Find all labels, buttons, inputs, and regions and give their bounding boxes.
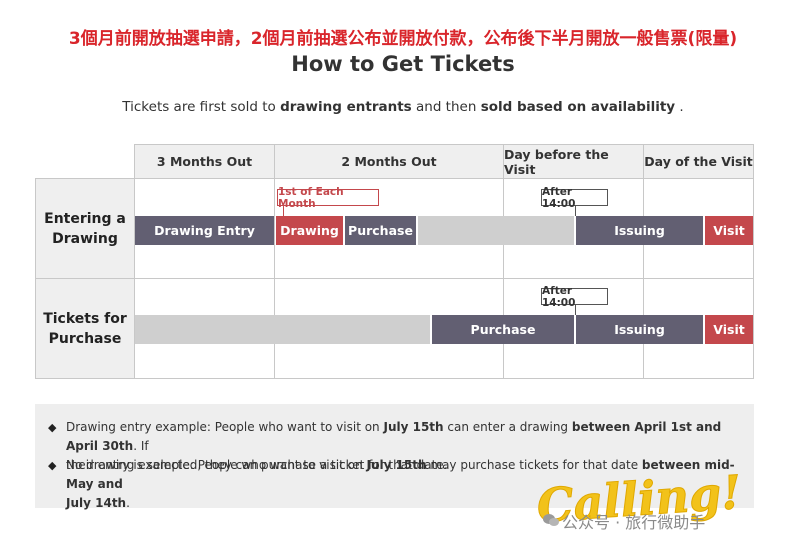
chinese-title: 3個月前開放抽選申請，2個月前抽選公布並開放付款，公布後下半月開放一般售票(限量… [68,29,738,49]
bar-issuing: Issuing [576,315,703,344]
watermark-label: 公众号 · 旅行微助手 [562,513,706,532]
tag-first-of-month: 1st of Each Month [277,186,379,210]
bar-issuing: Issuing [576,216,703,245]
note-bold: between mid-May and [66,458,735,491]
note-text: . [126,496,130,510]
bar-purchase: Purchase [432,315,574,344]
diamond-bullet-icon: ◆ [48,421,57,434]
bar-waiting [135,315,430,344]
subtitle-text-3: . [675,99,684,115]
note-no-drawing-example: No drawing example: People who want to v… [66,456,751,513]
bar-drawing-entry: Drawing Entry [135,216,274,245]
column-header-day-of: Day of the Visit [643,144,754,179]
note-text: can enter a drawing [443,420,572,434]
bar-drawing: Drawing [276,216,343,245]
column-header-3-months: 3 Months Out [134,144,275,179]
subtitle-text-2: and then [411,99,481,115]
subtitle-text-1: Tickets are first sold to [122,99,281,115]
note-bold: July 15th [383,420,444,434]
calling-script-logo: Calling! [535,464,744,533]
column-header-day-before: Day before the Visit [503,144,644,179]
bar-purchase: Purchase [345,216,416,245]
note-drawing-example: Drawing entry example: People who want t… [66,418,751,475]
note-bold: July 15th [366,458,427,472]
tag-after-time: After 14:00 [541,285,608,309]
note-text: may purchase tickets for that date [426,458,642,472]
row-label-line-2: Purchase [48,330,122,347]
subtitle-bold-2: sold based on availability [480,99,676,115]
bar-waiting [418,216,574,245]
row-label-line-1: Tickets for [43,310,127,327]
note-text: No drawing example: People who want to v… [66,458,367,472]
tag-connector [575,305,576,315]
subtitle-bold-1: drawing entrants [280,99,412,115]
bar-visit: Visit [705,315,753,344]
wechat-icon [543,512,559,526]
tag-connector [575,206,576,216]
note-bold: July 14th [66,496,127,510]
note-text: their entry is selected, they can purcha… [66,458,448,472]
column-header-2-months: 2 Months Out [274,144,504,179]
diamond-bullet-icon: ◆ [48,459,57,472]
note-text: Drawing entry example: People who want t… [66,420,384,434]
row-label-line-2: Drawing [52,230,118,247]
tag-after-time: After 14:00 [541,186,608,210]
subtitle: Tickets are first sold to drawing entran… [0,99,806,115]
watermark-logo: Calling! [533,462,793,533]
row-label-line-1: Entering a [44,210,126,227]
tag-connector [283,206,284,216]
row-label-entering-drawing: Entering a Drawing [35,178,135,279]
row-label-tickets-purchase: Tickets for Purchase [35,278,135,379]
page-title: How to Get Tickets [291,52,515,76]
notes-box: ◆ Drawing entry example: People who want… [35,404,754,510]
note-bold: between April 1st and April 30th [66,420,722,453]
bar-visit: Visit [705,216,753,245]
note-text: . If [133,439,149,453]
